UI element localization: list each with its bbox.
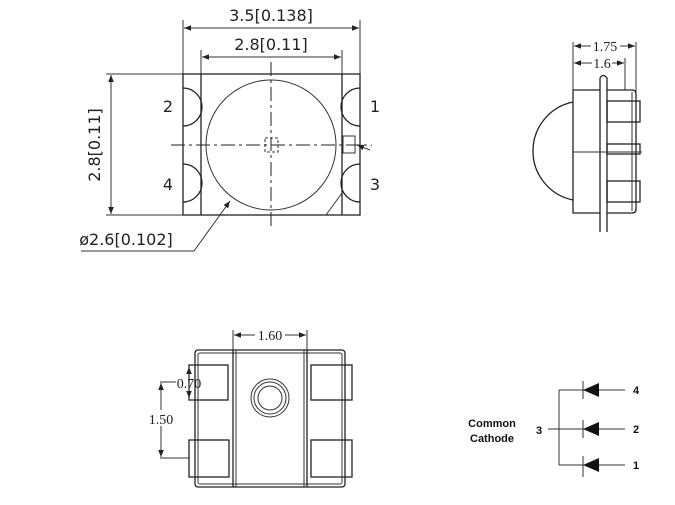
dome-lens bbox=[532, 101, 574, 201]
diode-2 bbox=[582, 420, 625, 438]
common-pin-label: 3 bbox=[536, 425, 542, 437]
width-dimension-label: 3.5[0.138] bbox=[229, 6, 313, 25]
pad-width-label: 0.70 bbox=[177, 377, 202, 392]
pin-1-notch bbox=[340, 87, 361, 127]
pin-4-notch bbox=[182, 163, 203, 203]
total-height-label: 1.75 bbox=[593, 40, 618, 55]
schematic: Common Cathode 3 4 2 1 bbox=[468, 381, 640, 477]
schematic-label-line2: Cathode bbox=[470, 433, 514, 445]
pin-label-1: 1 bbox=[370, 97, 380, 116]
pin-label-2: 2 bbox=[163, 97, 173, 116]
anode-pin-label-2: 2 bbox=[633, 424, 639, 436]
height-dimension-label: 2.8[0.11] bbox=[85, 108, 104, 182]
anode-pin-label-4: 4 bbox=[633, 385, 640, 397]
pin-label-4: 4 bbox=[163, 175, 173, 194]
lens-diameter-label: ø2.6[0.102] bbox=[79, 230, 173, 249]
diode-1 bbox=[559, 456, 625, 477]
pad-top-right bbox=[310, 364, 353, 401]
center-width-label: 1.60 bbox=[258, 329, 283, 344]
pin-label-3: 3 bbox=[370, 175, 380, 194]
die-marker bbox=[264, 137, 279, 153]
bottom-view: 1.60 0.70 1.50 bbox=[148, 329, 353, 488]
schematic-label-line1: Common bbox=[468, 418, 516, 430]
pin-2-notch bbox=[182, 87, 203, 127]
anode-pin-label-1: 1 bbox=[633, 460, 639, 472]
lens-leader-line bbox=[81, 200, 231, 252]
body-height-label: 1.6 bbox=[593, 57, 611, 72]
bottom-outline bbox=[194, 349, 346, 488]
side-pad bbox=[606, 100, 641, 123]
pin-3-notch bbox=[340, 163, 361, 203]
thermal-pad-ring bbox=[250, 378, 290, 418]
side-pad bbox=[606, 180, 641, 203]
side-view: 1.75 1.6 bbox=[532, 40, 642, 232]
pad-pitch-label: 1.50 bbox=[149, 413, 174, 428]
pad-bottom-right bbox=[310, 439, 353, 478]
top-view: 3.5[0.138] 2.8[0.11] 2.8[0.11] 2 4 1 3 ø… bbox=[79, 6, 380, 252]
side-pad bbox=[606, 143, 641, 155]
diode-4 bbox=[559, 381, 625, 399]
inner-width-dimension-label: 2.8[0.11] bbox=[234, 35, 308, 54]
lead-frame bbox=[599, 74, 608, 232]
polarity-mark bbox=[342, 135, 356, 154]
